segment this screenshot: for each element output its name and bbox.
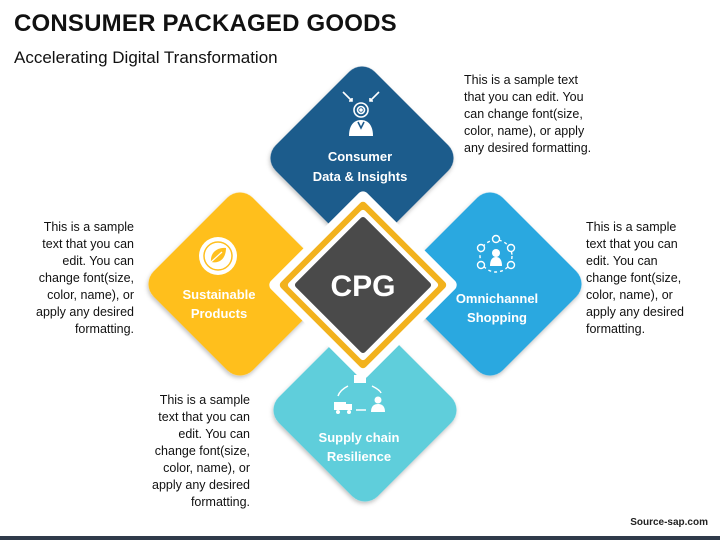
note-left-line: edit. You can (62, 254, 134, 268)
petal-left-line1: Sustainable (183, 287, 256, 302)
note-top-line: This is a sample text (464, 73, 578, 87)
note-right-line: This is a sample (586, 220, 677, 234)
petal-top-line2: Data & Insights (313, 169, 408, 184)
petal-bottom-line2: Resilience (327, 449, 391, 464)
bottom-bar (0, 536, 720, 540)
note-bottom-line: This is a sample (159, 393, 250, 407)
note-bottom-line: color, name), or (163, 461, 250, 475)
note-bottom-line: apply any desired (152, 478, 250, 492)
center-hub: CPG (269, 191, 457, 379)
note-left: This is a sample text that you can edit.… (20, 219, 134, 338)
note-right: This is a sample text that you can edit.… (586, 219, 684, 338)
note-left-line: color, name), or (47, 288, 134, 302)
note-top-line: that you can edit. You (464, 90, 584, 104)
note-left-line: This is a sample (43, 220, 134, 234)
note-right-line: edit. You can (586, 254, 658, 268)
note-bottom-line: text that you can (158, 410, 250, 424)
note-right-line: apply any desired (586, 305, 684, 319)
note-bottom-line: formatting. (190, 495, 250, 509)
petal-sustainable-products[interactable] (141, 185, 339, 383)
note-left-line: apply any desired (36, 305, 134, 319)
petal-omnichannel-shopping[interactable] (391, 185, 589, 383)
note-right-line: text that you can (586, 237, 678, 251)
petal-right-line2: Shopping (467, 310, 527, 325)
target-person-icon (342, 91, 380, 136)
source-credit: Source-sap.com (630, 517, 708, 528)
eco-leaf-badge-icon (199, 237, 237, 275)
petal-left-line2: Products (191, 306, 247, 321)
cpg-diamond (294, 216, 432, 354)
note-left-line: change font(size, (38, 271, 134, 285)
note-right-line: color, name), or (586, 288, 673, 302)
petal-right-line1: Omnichannel (456, 291, 538, 306)
note-bottom-line: change font(size, (154, 444, 250, 458)
note-top-line: any desired formatting. (464, 141, 592, 155)
note-left-line: formatting. (74, 322, 134, 336)
page-title: CONSUMER PACKAGED GOODS (14, 10, 397, 37)
note-right-line: change font(size, (586, 271, 682, 285)
page-subtitle: Accelerating Digital Transformation (14, 48, 278, 67)
note-top-line: color, name), or apply (464, 124, 585, 138)
note-top: This is a sample text that you can edit.… (464, 72, 591, 157)
note-bottom: This is a sample text that you can edit.… (134, 392, 250, 511)
petal-bottom-line1: Supply chain (319, 430, 400, 445)
supply-cycle-icon (334, 370, 385, 414)
shopping-network-icon (476, 234, 516, 273)
note-right-line: formatting. (586, 322, 646, 336)
cpg-label: CPG (330, 270, 395, 303)
petal-top-line1: Consumer (328, 149, 392, 164)
note-left-line: text that you can (42, 237, 134, 251)
note-bottom-line: edit. You can (178, 427, 250, 441)
note-top-line: can change font(size, (464, 107, 583, 121)
petal-consumer-data-insights[interactable] (263, 59, 461, 257)
